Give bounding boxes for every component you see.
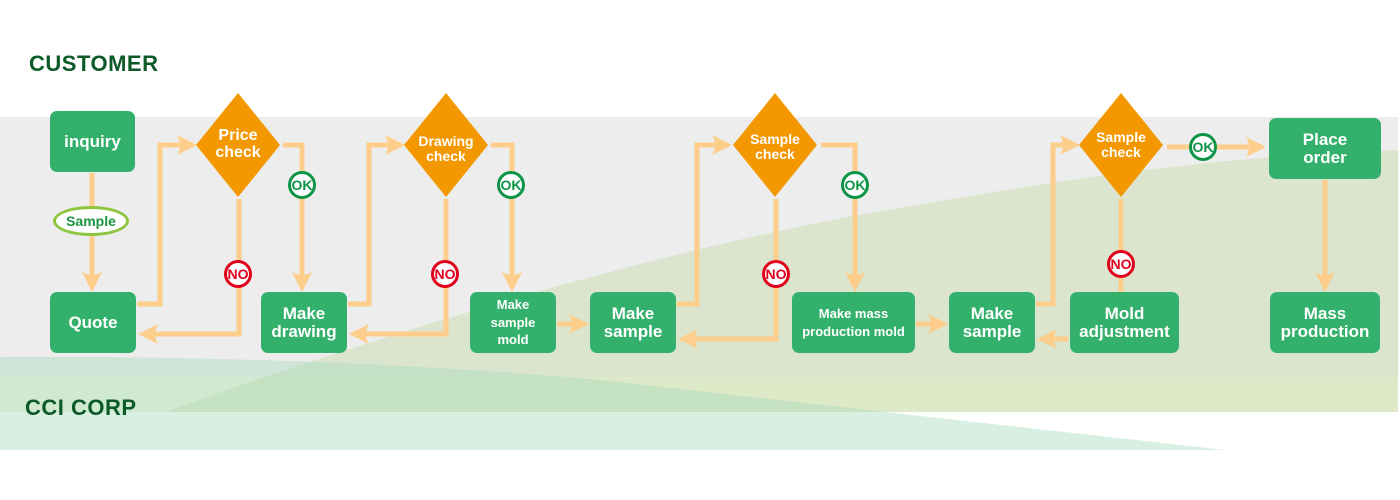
lower-band-light	[0, 377, 1398, 412]
node-make-mass-production-mold[interactable]: Make mass production mold	[792, 292, 915, 353]
connector-sample-check-2	[1036, 135, 1080, 307]
badge-no-drawing: NO	[431, 260, 459, 288]
badge-ok-price: OK	[288, 171, 316, 199]
node-make-sample-2[interactable]: Make sample	[949, 292, 1035, 353]
label-sample-check-1: Sample check	[750, 131, 800, 162]
decision-sample-check-2[interactable]	[1079, 93, 1163, 197]
badge-no-price: NO	[224, 260, 252, 288]
node-place-order[interactable]: Place order	[1269, 118, 1381, 179]
lane-label-supplier: CCI CORP	[25, 395, 137, 420]
connector-drawing-ok	[491, 142, 522, 292]
connector-price-no	[138, 199, 242, 344]
node-make-sample-1[interactable]: Make sample	[590, 292, 676, 353]
badge-no-sample-1: NO	[762, 260, 790, 288]
badge-ok-sample-1: OK	[841, 171, 869, 199]
decision-drawing-check[interactable]	[404, 93, 488, 197]
node-mass-production[interactable]: Mass production	[1270, 292, 1380, 353]
label-drawing-check: Drawing check	[418, 133, 474, 164]
connector-sample-1-no	[678, 199, 779, 349]
badge-no-sample-2: NO	[1107, 250, 1135, 278]
connector-quote-price-check	[137, 135, 197, 307]
connector-sample-1-ok	[821, 142, 865, 292]
lane-label-customer: CUSTOMER	[29, 51, 159, 76]
badge-ok-drawing: OK	[497, 171, 525, 199]
decision-sample-check-1[interactable]	[733, 93, 817, 197]
badge-ok-sample-2: OK	[1189, 133, 1217, 161]
node-mold-adjustment[interactable]: Mold adjustment	[1070, 292, 1179, 353]
connector-drawing-no	[349, 199, 449, 344]
connector-price-ok	[283, 142, 312, 292]
label-sample-check-2: Sample check	[1096, 129, 1146, 160]
node-quote[interactable]: Quote	[50, 292, 136, 353]
connector-drawing-check	[348, 135, 405, 307]
node-make-sample-mold[interactable]: Make sample mold	[470, 292, 556, 353]
tag-sample: Sample	[53, 206, 129, 236]
label-price-check: Price check	[215, 127, 261, 161]
connector-sample-check-1	[677, 135, 732, 307]
node-make-drawing[interactable]: Make drawing	[261, 292, 347, 353]
decision-price-check[interactable]	[196, 93, 280, 197]
node-inquiry[interactable]: inquiry	[50, 111, 135, 172]
supplier-mint-wedge	[0, 356, 1225, 450]
